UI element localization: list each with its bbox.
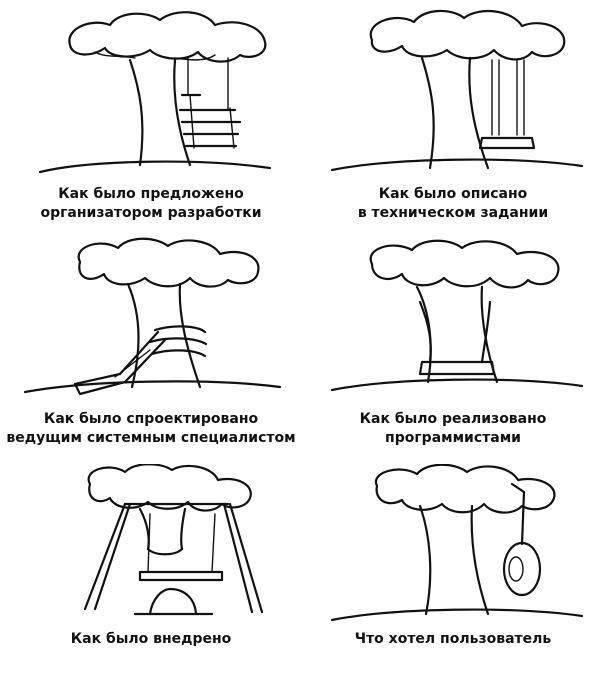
caption-line: ведущим системным специалистом	[6, 430, 296, 446]
panel-described: Как было описано в техническом задании	[302, 0, 604, 232]
panel-deployed: Как было внедрено	[0, 464, 302, 696]
caption-line: Как было описано	[378, 186, 528, 202]
caption-line: Как было внедрено	[70, 631, 232, 647]
tree-tire-swing-drawing	[330, 464, 584, 622]
panel-proposed: Как было предложено организатором разраб…	[0, 0, 302, 232]
tree-swing-around-trunk-drawing	[330, 239, 584, 392]
panel-implemented: Как было реализовано программистами	[302, 232, 604, 464]
caption-line: Как было реализовано	[359, 411, 547, 427]
tree-swing-wrapped-trunk-drawing	[23, 237, 282, 396]
tree-swing-three-seats-drawing	[38, 11, 272, 174]
tree-swing-ropes-over-branch-drawing	[330, 9, 584, 172]
tree-cut-swing-frame-drawing	[83, 464, 264, 616]
caption-line: Как было спроектировано	[43, 411, 259, 427]
caption-line: Что хотел пользователь	[354, 631, 552, 647]
panel-user-wanted: Что хотел пользователь	[302, 464, 604, 696]
panel-designed: Как было спроектировано ведущим системны…	[0, 232, 302, 464]
caption-line: программистами	[385, 430, 521, 446]
caption-line: в техническом задании	[357, 205, 549, 221]
caption-line: организатором разработки	[40, 205, 262, 221]
caption-line: Как было предложено	[58, 186, 244, 202]
